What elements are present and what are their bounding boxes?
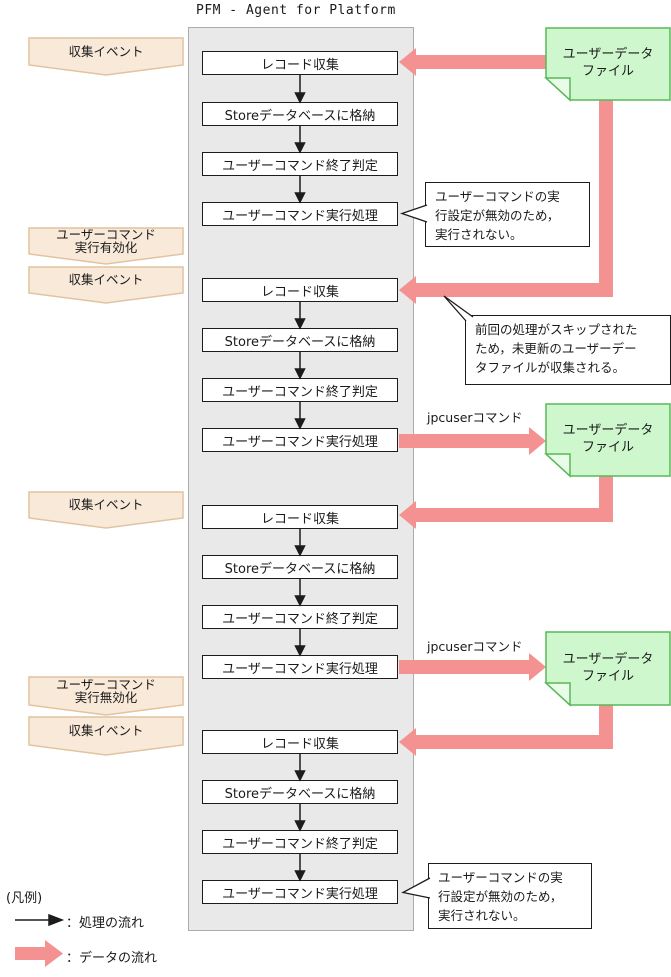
flow-box-record-collection-2: レコード収集 [202,278,398,302]
callout-line: 行設定が無効のため， [438,889,563,904]
note-line: ユーザーデータ [562,47,654,62]
data-arrow-shaft [416,735,613,749]
flow-box-store-db-2: Storeデータベースに格納 [202,328,398,352]
side-label-line: ユーザーコマンド [56,676,156,692]
callout-line: 実行されない。 [435,227,523,242]
side-label-line: 収集イベント [68,723,144,739]
side-label-collect-event-1: 収集イベント [29,38,183,65]
callout-line: タファイルが収集される。 [475,360,626,375]
note-line: ユーザーデータ [562,651,654,667]
side-label-cmd-disable: ユーザーコマンド 実行無効化 [29,677,183,705]
jpcuser-command-label-1: jpcuserコマンド [427,410,523,425]
side-label-line: 収集イベント [68,272,144,288]
flow-box-cmd-exec-3: ユーザーコマンド実行処理 [202,655,398,679]
side-label-line: 収集イベント [68,497,144,513]
data-arrow-vertical [599,97,613,297]
callout-skipped-collection: 前回の処理がスキップされた ため，未更新のユーザーデー タファイルが収集される。 [465,315,671,385]
side-label-cmd-enable: ユーザーコマンド 実行有効化 [29,226,183,255]
note-text-user-data-file-3: ユーザーデータ ファイル [550,632,666,703]
callout-line: 行設定が無効のため， [435,208,560,223]
flow-box-cmd-end-check-3: ユーザーコマンド終了判定 [202,605,398,629]
legend-process-flow: ：処理の流れ [66,916,145,931]
jpcuser-command-label-2: jpcuserコマンド [427,639,523,654]
flow-box-cmd-end-check-1: ユーザーコマンド終了判定 [202,152,398,176]
flow-box-cmd-end-check-2: ユーザーコマンド終了判定 [202,378,398,402]
flow-box-record-collection-4: レコード収集 [202,730,398,754]
flow-box-store-db-1: Storeデータベースに格納 [202,102,398,126]
flow-box-cmd-end-check-4: ユーザーコマンド終了判定 [202,830,398,854]
legend-process-arrow-head [48,913,65,927]
side-label-collect-event-2: 収集イベント [29,267,183,293]
note-line: ファイル [581,64,634,79]
data-arrow-vertical [599,473,613,522]
callout-command-disabled-bottom: ユーザーコマンドの実 行設定が無効のため， 実行されない。 [428,863,592,929]
side-label-line: 収集イベント [68,43,144,59]
flow-box-cmd-exec-4: ユーザーコマンド実行処理 [202,880,398,904]
note-line: ファイル [581,440,634,455]
side-label-collect-event-4: 収集イベント [29,717,183,745]
note-text-user-data-file-1: ユーザーデータ ファイル [550,28,666,98]
legend-data-flow: ：データの流れ [66,951,158,966]
flow-box-store-db-4: Storeデータベースに格納 [202,780,398,804]
callout-line: ため，未更新のユーザーデー [475,341,637,356]
callout-line: ユーザーコマンドの実 [438,870,563,885]
legend-data-arrow-shaft [15,947,45,960]
flow-box-store-db-3: Storeデータベースに格納 [202,555,398,579]
flow-box-record-collection-3: レコード収集 [202,505,398,529]
callout-line: ユーザーコマンドの実 [435,189,560,204]
flow-box-record-collection-1: レコード収集 [202,51,398,75]
flow-box-cmd-exec-2: ユーザーコマンド実行処理 [202,428,398,452]
callout-line: 前回の処理がスキップされた [475,322,638,337]
side-label-line: 実行無効化 [74,690,138,705]
data-arrow-shaft [399,660,529,674]
side-label-line: ユーザーコマンド [56,226,156,242]
callout-command-disabled-top: ユーザーコマンドの実 行設定が無効のため， 実行されない。 [425,182,590,247]
note-line: ファイル [581,668,634,684]
side-label-shapes [28,37,184,756]
data-arrow-shaft [416,283,613,297]
data-arrow-head-right [529,427,546,455]
side-label-line: 実行有効化 [74,240,138,255]
side-label-collect-event-3: 収集イベント [29,492,183,518]
data-arrow-shaft [416,508,613,522]
note-text-user-data-file-2: ユーザーデータ ファイル [550,404,666,474]
flow-box-cmd-exec-1: ユーザーコマンド実行処理 [202,202,398,226]
legend-title: (凡例) [6,891,43,906]
data-arrow-vertical [599,702,613,749]
note-line: ユーザーデータ [562,423,654,438]
data-arrow-shaft [399,434,529,448]
callout-line: 実行されない。 [438,908,526,923]
legend-data-arrow-head [45,940,63,967]
data-arrow-shaft [416,55,547,69]
data-arrow-head-right [529,653,546,681]
diagram-title: PFM - Agent for Platform [196,3,396,18]
